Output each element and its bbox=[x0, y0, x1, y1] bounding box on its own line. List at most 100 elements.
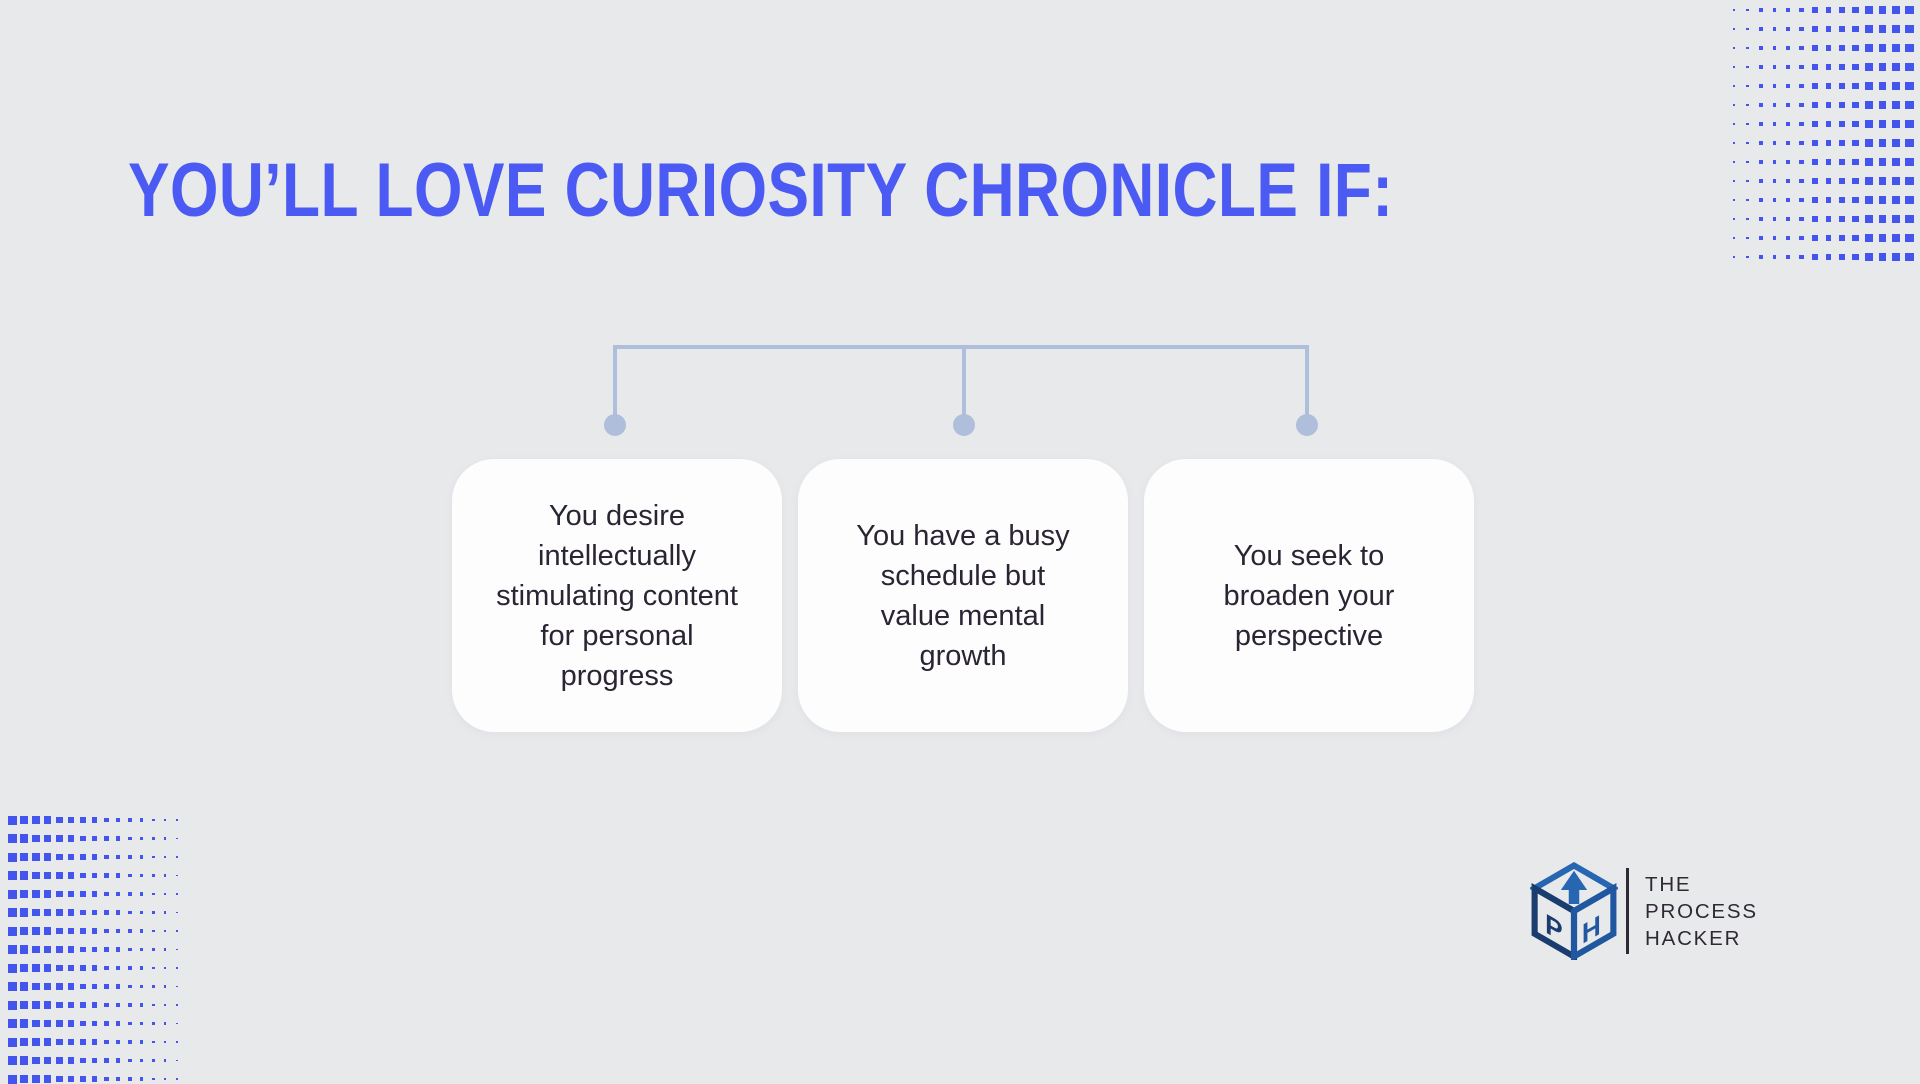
decor-dot bbox=[1825, 121, 1832, 127]
decor-dot bbox=[140, 966, 144, 970]
process-hacker-cube-icon: P H bbox=[1530, 862, 1618, 960]
benefit-card-3: You seek to broaden your perspective bbox=[1144, 459, 1474, 732]
decor-dot bbox=[43, 1075, 52, 1083]
decor-dot bbox=[104, 1076, 109, 1082]
decor-dot bbox=[67, 909, 75, 916]
decor-dot bbox=[1905, 5, 1914, 15]
benefit-card-text: You have a busy schedule but value menta… bbox=[856, 519, 1070, 672]
decor-dot bbox=[152, 818, 155, 822]
decor-dot bbox=[1732, 179, 1736, 183]
decor-dot bbox=[1891, 214, 1900, 223]
decor-dot bbox=[91, 1076, 98, 1082]
decor-dot bbox=[7, 926, 17, 936]
decor-dot bbox=[1732, 141, 1736, 145]
decor-dot bbox=[1865, 139, 1873, 147]
decor-dot bbox=[79, 1002, 86, 1008]
decor-dot bbox=[1825, 235, 1832, 241]
decor-dot bbox=[1825, 7, 1832, 13]
decor-dot bbox=[104, 873, 109, 878]
decor-dot bbox=[55, 1038, 63, 1046]
decor-dot bbox=[1825, 254, 1832, 260]
decor-dot bbox=[104, 891, 109, 897]
decor-dot bbox=[91, 817, 98, 823]
decor-dot bbox=[1732, 217, 1736, 221]
decor-dot bbox=[1772, 65, 1777, 69]
decor-dot bbox=[1812, 216, 1818, 222]
decor-dot bbox=[176, 837, 178, 840]
decor-dot bbox=[1825, 140, 1832, 146]
decor-dot bbox=[1825, 197, 1832, 203]
decor-dot bbox=[1785, 254, 1791, 260]
decor-dot bbox=[55, 983, 63, 990]
decor-dot bbox=[1759, 160, 1763, 164]
decor-dot bbox=[1891, 24, 1900, 33]
decor-dot bbox=[1878, 6, 1887, 14]
decor-dot bbox=[19, 963, 29, 973]
decor-dot bbox=[1772, 103, 1777, 107]
decor-dot bbox=[1905, 157, 1914, 167]
decor-dot bbox=[104, 836, 109, 841]
decor-dot bbox=[116, 1002, 121, 1008]
decor-dot bbox=[1891, 195, 1900, 204]
decor-dot bbox=[1732, 236, 1736, 240]
decor-dot bbox=[91, 946, 98, 953]
decor-dot bbox=[1812, 45, 1818, 51]
decor-dot bbox=[7, 1000, 17, 1010]
decor-dot bbox=[67, 1057, 75, 1064]
decor-dot bbox=[31, 816, 40, 824]
decor-dot bbox=[1865, 253, 1873, 261]
decor-dot bbox=[116, 965, 121, 971]
decor-dot bbox=[19, 926, 29, 936]
decor-dot bbox=[104, 854, 109, 860]
decor-dot bbox=[1799, 64, 1804, 70]
decor-dot bbox=[1838, 158, 1846, 166]
decor-dot bbox=[140, 873, 144, 878]
decor-dot bbox=[7, 945, 17, 954]
connector-endpoint-circle-1 bbox=[604, 414, 626, 436]
decor-dot bbox=[91, 854, 98, 860]
decor-dot bbox=[152, 966, 155, 970]
decor-dot bbox=[1865, 196, 1873, 204]
benefit-card-1: You desire intellectually stimulating co… bbox=[452, 459, 782, 732]
decor-dot bbox=[1732, 84, 1736, 88]
connector-vertical-line-1 bbox=[613, 345, 617, 417]
decor-dot bbox=[79, 983, 86, 990]
decor-dot bbox=[164, 1040, 167, 1043]
decor-dot bbox=[1772, 217, 1777, 221]
benefit-cards-row: You desire intellectually stimulating co… bbox=[452, 459, 1474, 732]
decor-dot bbox=[91, 983, 98, 990]
decor-dot bbox=[55, 872, 63, 879]
decor-dot bbox=[1838, 63, 1846, 71]
decor-dot bbox=[176, 874, 178, 877]
decor-dot bbox=[1812, 159, 1818, 165]
decor-dot bbox=[1732, 122, 1736, 126]
decor-dot bbox=[128, 947, 132, 952]
decor-dot bbox=[164, 1022, 167, 1025]
decor-dot bbox=[1838, 196, 1846, 204]
decor-dot bbox=[55, 816, 63, 824]
decor-dot bbox=[67, 816, 75, 824]
decor-dot bbox=[1732, 46, 1736, 50]
decor-dot bbox=[1759, 236, 1763, 240]
decor-dot bbox=[91, 1039, 98, 1045]
decor-dot bbox=[1865, 63, 1873, 71]
decor-dot bbox=[19, 1074, 29, 1084]
decor-dot bbox=[19, 1000, 29, 1010]
decor-dot bbox=[116, 836, 121, 841]
decor-dot bbox=[7, 1056, 17, 1065]
logo-text-line: HACKER bbox=[1645, 926, 1742, 950]
decor-dot bbox=[1905, 252, 1914, 262]
decor-dot bbox=[1799, 7, 1804, 13]
decor-dot bbox=[67, 872, 75, 879]
decor-dot bbox=[152, 1003, 155, 1007]
decor-dot bbox=[140, 1040, 144, 1044]
decor-dot bbox=[1891, 81, 1900, 90]
decor-dot bbox=[1891, 157, 1900, 166]
decor-dot bbox=[7, 982, 17, 991]
decor-dot bbox=[1759, 27, 1763, 31]
decor-dot bbox=[1785, 216, 1791, 222]
decor-dot bbox=[7, 889, 17, 899]
decor-dot bbox=[1785, 83, 1791, 89]
decor-dot bbox=[104, 1002, 109, 1008]
decor-dot bbox=[1746, 179, 1749, 183]
